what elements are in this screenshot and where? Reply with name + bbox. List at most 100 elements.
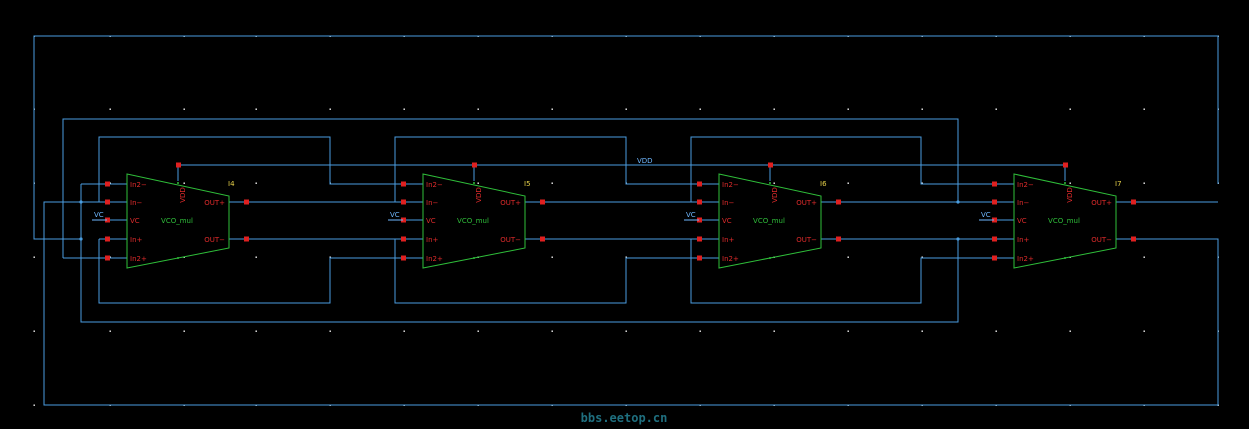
grid-dot bbox=[921, 108, 923, 110]
grid-dot bbox=[1143, 108, 1145, 110]
grid-dot bbox=[109, 256, 111, 258]
grid-dot bbox=[625, 256, 627, 258]
pin-label-in2-plus: In2+ bbox=[1017, 255, 1034, 263]
grid-dot bbox=[183, 330, 185, 332]
body-dot bbox=[177, 257, 179, 259]
body-dot bbox=[177, 182, 179, 184]
pin-terminal[interactable] bbox=[540, 199, 545, 205]
pin-terminal[interactable] bbox=[992, 181, 997, 187]
grid-dot bbox=[921, 330, 923, 332]
wire-junction bbox=[956, 237, 960, 241]
pin-label-vdd: VDD bbox=[179, 187, 187, 203]
grid-dot bbox=[1069, 330, 1071, 332]
pin-terminal[interactable] bbox=[105, 255, 110, 261]
grid-dot bbox=[1143, 330, 1145, 332]
pin-label-in-plus: In+ bbox=[1017, 236, 1030, 244]
grid-dot bbox=[183, 182, 185, 184]
grid-dot bbox=[847, 256, 849, 258]
grid-dot bbox=[33, 404, 35, 406]
vco-cell-body bbox=[718, 173, 822, 269]
grid-dot bbox=[773, 182, 775, 184]
cell-name-label: VCO_mul bbox=[161, 217, 193, 225]
grid-dot bbox=[773, 330, 775, 332]
grid-dot bbox=[625, 108, 627, 110]
pin-label-in2-plus: In2+ bbox=[722, 255, 739, 263]
pin-label-out-plus: OUT+ bbox=[796, 199, 817, 207]
cell-name-label: VCO_mul bbox=[753, 217, 785, 225]
body-dot bbox=[1064, 257, 1066, 259]
pin-terminal[interactable] bbox=[697, 236, 702, 242]
vco-cell-body bbox=[1013, 173, 1117, 269]
pin-label-in-plus: In+ bbox=[426, 236, 439, 244]
grid-dot bbox=[477, 330, 479, 332]
pin-label-in-minus: In− bbox=[130, 199, 143, 207]
pin-label-in-plus: In+ bbox=[722, 236, 735, 244]
pin-label-in2-plus: In2+ bbox=[426, 255, 443, 263]
grid-dot bbox=[329, 330, 331, 332]
grid-dot bbox=[847, 182, 849, 184]
pin-label-vdd: VDD bbox=[1066, 187, 1074, 203]
pin-terminal[interactable] bbox=[244, 199, 249, 205]
pin-terminal[interactable] bbox=[105, 181, 110, 187]
pin-label-in2-minus: In2− bbox=[130, 181, 147, 189]
pin-terminal[interactable] bbox=[836, 199, 841, 205]
pin-terminal[interactable] bbox=[1131, 199, 1136, 205]
grid-dot bbox=[699, 330, 701, 332]
pin-terminal[interactable] bbox=[992, 199, 997, 205]
pin-terminal[interactable] bbox=[105, 236, 110, 242]
vdd-pin-terminal[interactable] bbox=[472, 162, 477, 168]
pin-label-out-plus: OUT+ bbox=[204, 199, 225, 207]
grid-dot bbox=[773, 108, 775, 110]
pin-terminal[interactable] bbox=[836, 236, 841, 242]
pin-terminal[interactable] bbox=[401, 236, 406, 242]
pin-terminal[interactable] bbox=[105, 217, 110, 223]
grid-dot bbox=[847, 330, 849, 332]
vc-net-label: VC bbox=[94, 211, 104, 219]
wires bbox=[33, 35, 1219, 406]
pin-label-out-minus: OUT− bbox=[204, 236, 225, 244]
wire-junction bbox=[79, 200, 83, 204]
pin-terminal[interactable] bbox=[244, 236, 249, 242]
pin-terminal[interactable] bbox=[697, 217, 702, 223]
vdd-pin-terminal[interactable] bbox=[768, 162, 773, 168]
pin-terminal[interactable] bbox=[401, 255, 406, 261]
pin-terminal[interactable] bbox=[401, 199, 406, 205]
vco-cells: In2−In−VCIn+In2+OUT+OUT−VDDVCO_mulI4VCIn… bbox=[92, 162, 1136, 269]
pin-terminal[interactable] bbox=[992, 217, 997, 223]
pin-terminal[interactable] bbox=[401, 181, 406, 187]
grid-dot bbox=[403, 330, 405, 332]
grid-dot bbox=[995, 108, 997, 110]
pin-label-vc: VC bbox=[130, 217, 140, 225]
pin-terminal[interactable] bbox=[1131, 236, 1136, 242]
body-dot bbox=[1064, 182, 1066, 184]
grid-dot bbox=[255, 182, 257, 184]
grid-dot bbox=[1069, 108, 1071, 110]
pin-terminal[interactable] bbox=[992, 255, 997, 261]
body-dot bbox=[473, 182, 475, 184]
pin-terminal[interactable] bbox=[697, 255, 702, 261]
vco-cell-body bbox=[422, 173, 526, 269]
pin-terminal[interactable] bbox=[401, 217, 406, 223]
pin-terminal[interactable] bbox=[697, 181, 702, 187]
instance-label: I5 bbox=[524, 180, 531, 188]
pin-label-in2-minus: In2− bbox=[1017, 181, 1034, 189]
stage-loop-bottom bbox=[394, 239, 699, 304]
vdd-pin-terminal[interactable] bbox=[176, 162, 181, 168]
pin-terminal[interactable] bbox=[540, 236, 545, 242]
grid-dot bbox=[921, 256, 923, 258]
pin-terminal[interactable] bbox=[992, 236, 997, 242]
feedback-wire-top bbox=[33, 35, 1219, 240]
vdd-pin-terminal[interactable] bbox=[1063, 162, 1068, 168]
pin-terminal[interactable] bbox=[105, 199, 110, 205]
pin-terminal[interactable] bbox=[697, 199, 702, 205]
grid-dot bbox=[255, 330, 257, 332]
pin-label-out-minus: OUT− bbox=[500, 236, 521, 244]
body-dot bbox=[769, 257, 771, 259]
grid-dot bbox=[183, 108, 185, 110]
pin-label-vc: VC bbox=[722, 217, 732, 225]
